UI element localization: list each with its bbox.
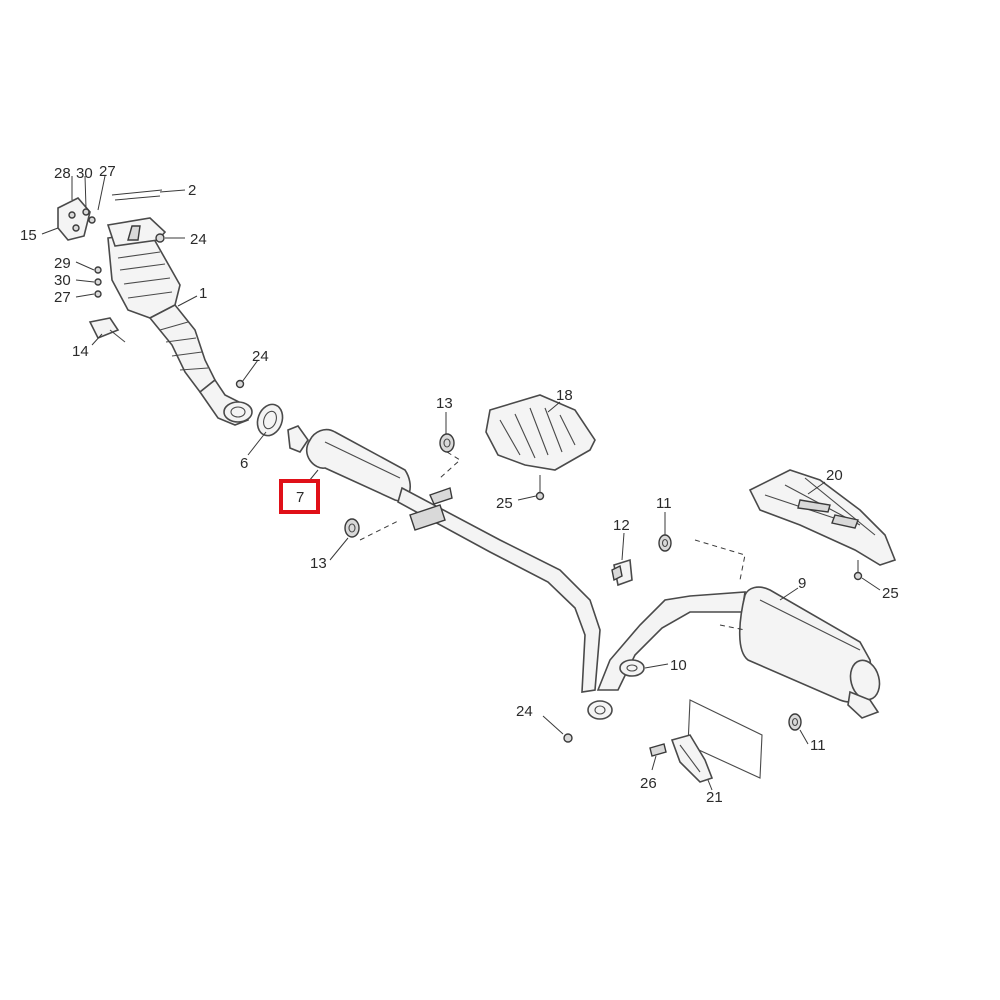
callout-11-bottom: 11: [810, 737, 826, 754]
bracket-15: [57, 197, 91, 241]
gasket-6: [256, 403, 284, 437]
callout-10: 10: [670, 657, 687, 674]
callout-24-top: 24: [190, 231, 207, 248]
rubber-hanger-11-top: [658, 534, 672, 552]
bracket-21: [649, 699, 763, 783]
callout-14: 14: [72, 343, 89, 360]
callout-15: 15: [20, 227, 37, 244]
gasket-10: [619, 659, 645, 677]
callout-12: 12: [613, 517, 630, 534]
callout-30-bottom: 30: [54, 272, 71, 289]
callout-24-bottom: 24: [516, 703, 533, 720]
callout-18: 18: [556, 387, 573, 404]
rear-muffler: [596, 539, 881, 719]
heat-shield-18: [485, 394, 596, 501]
callout-7: 7: [296, 489, 304, 506]
callout-27-bottom: 27: [54, 289, 71, 306]
oxygen-sensor-14: [88, 317, 126, 343]
callout-labels: 28 30 27 2 15 24 29 30 27 1 14 24 6 13 1…: [20, 163, 899, 806]
heat-shield-20: [748, 469, 897, 581]
callout-2: 2: [188, 182, 196, 199]
callout-13-top: 13: [436, 395, 453, 412]
flange-joint: [563, 700, 613, 743]
callout-24-mid: 24: [252, 348, 269, 365]
callout-26: 26: [640, 775, 657, 792]
callout-13-bottom: 13: [310, 555, 327, 572]
rubber-hanger-13-bottom: [344, 518, 401, 541]
callout-1: 1: [199, 285, 207, 302]
catalytic-converter: [107, 231, 253, 426]
callout-9: 9: [798, 575, 806, 592]
callout-11-top: 11: [656, 495, 672, 512]
callout-25-mid: 25: [496, 495, 513, 512]
callout-27-top: 27: [99, 163, 116, 180]
callout-20: 20: [826, 467, 843, 484]
callout-28: 28: [54, 165, 71, 182]
callout-30-top: 30: [76, 165, 93, 182]
manifold-flange: [106, 189, 167, 247]
highlighted-callout-7[interactable]: 7: [279, 479, 320, 514]
callout-25-right: 25: [882, 585, 899, 602]
rubber-hanger-13-top: [439, 433, 461, 479]
callout-29: 29: [54, 255, 71, 272]
callout-6: 6: [240, 455, 248, 472]
highlight-box: [279, 479, 320, 514]
hanger-12: [611, 558, 633, 587]
rubber-hanger-11-bottom: [788, 713, 802, 731]
callout-21: 21: [706, 789, 723, 806]
front-muffler: [287, 425, 601, 693]
bolt-stack: [82, 208, 102, 298]
